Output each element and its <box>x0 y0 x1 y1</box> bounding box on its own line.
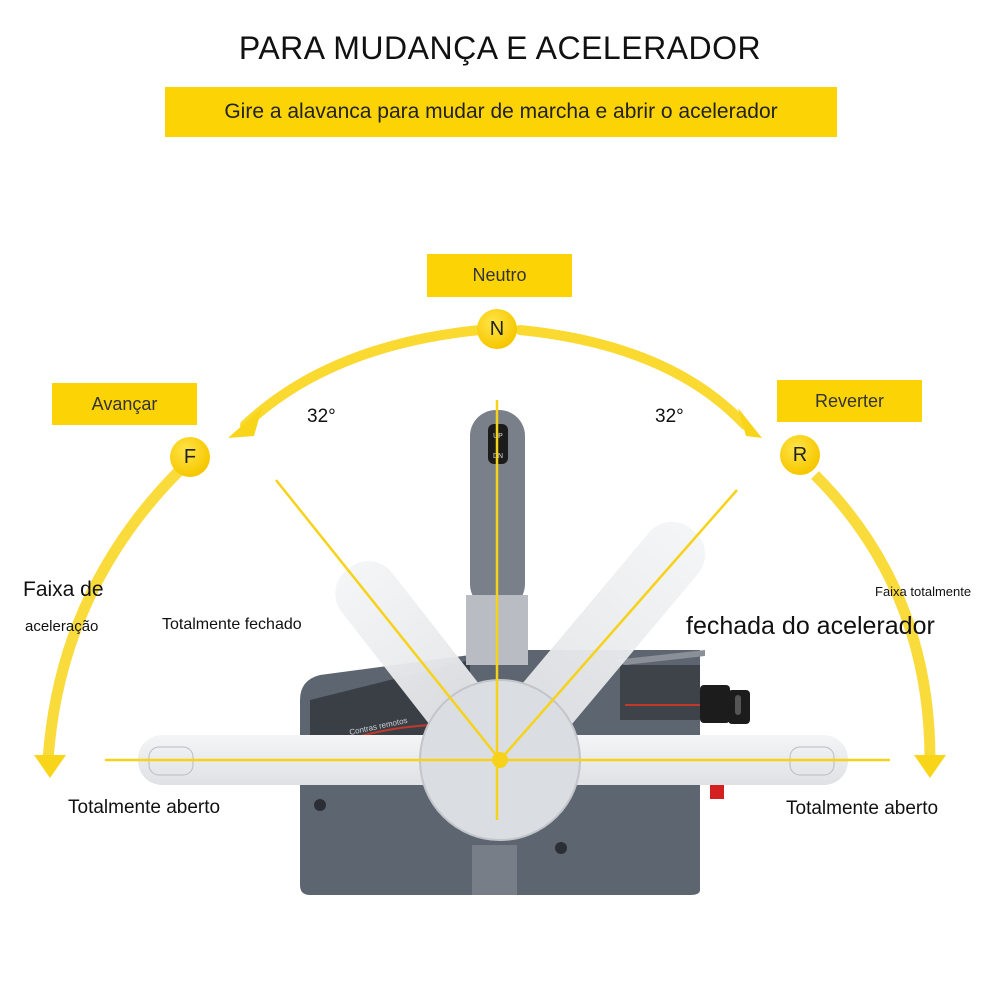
left-range-line1: Faixa de <box>23 578 104 601</box>
label-forward: Avançar <box>52 383 197 425</box>
label-neutral-text: Neutro <box>472 265 527 285</box>
throttle-arc-left <box>42 466 184 761</box>
label-reverse: Reverter <box>777 380 922 422</box>
subtitle-banner: Gire a alavanca para mudar de marcha e a… <box>165 87 837 137</box>
label-neutral: Neutro <box>427 254 572 297</box>
subtitle-text: Gire a alavanca para mudar de marcha e a… <box>224 100 778 123</box>
pivot-point <box>492 752 508 768</box>
angle-right: 32° <box>655 406 684 427</box>
label-forward-text: Avançar <box>91 393 158 414</box>
left-range-line2: aceleração <box>25 618 99 635</box>
right-range-line2: fechada do acelerador <box>686 612 935 640</box>
screw <box>314 799 326 811</box>
left-open-label: Totalmente aberto <box>68 797 221 818</box>
angle-left: 32° <box>307 406 336 427</box>
marker-reverse: R <box>780 435 820 475</box>
shift-arc <box>228 325 762 438</box>
throttle-arrow-right-head <box>914 755 946 778</box>
throttle-arrow-left-head <box>34 755 66 778</box>
arrow-left-head <box>228 408 262 438</box>
marker-neutral: N <box>477 309 517 349</box>
ignition-knob <box>700 685 730 723</box>
label-reverse-text: Reverter <box>814 390 885 411</box>
right-range-line1: Faixa totalmente <box>875 584 972 599</box>
throttle-arc-right <box>811 471 936 761</box>
left-closed-label: Totalmente fechado <box>162 616 302 633</box>
page-title: PARA MUDANÇA E ACELERADOR <box>238 30 762 66</box>
stop-button <box>710 785 724 799</box>
screw <box>555 842 567 854</box>
marker-forward: F <box>170 437 210 477</box>
arrow-right-head <box>738 408 762 438</box>
right-open-label: Totalmente aberto <box>786 798 939 819</box>
